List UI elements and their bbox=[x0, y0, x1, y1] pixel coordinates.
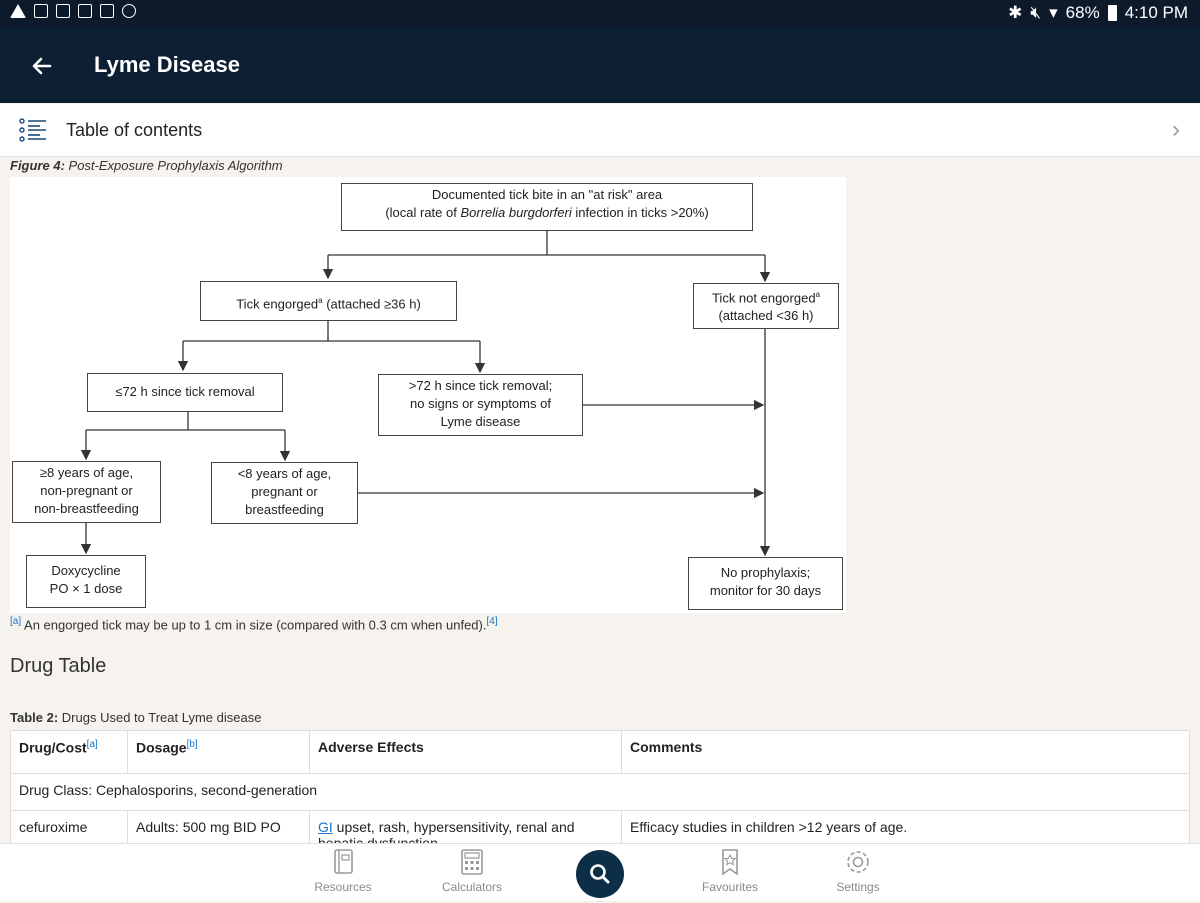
footnote-a-link[interactable]: [a] bbox=[86, 739, 98, 750]
footnote-marker-link[interactable]: [a] bbox=[10, 616, 22, 627]
bluetooth-icon: ✱ bbox=[1008, 3, 1023, 22]
page-title: Lyme Disease bbox=[94, 52, 240, 77]
figure-caption-text: Post-Exposure Prophylaxis Algorithm bbox=[68, 158, 283, 173]
node-le-72h: ≤72 h since tick removal bbox=[87, 373, 283, 412]
app-bar: Lyme Disease bbox=[0, 28, 1200, 103]
book-icon bbox=[329, 848, 357, 876]
prophylaxis-algorithm-figure: Documented tick bite in an "at risk" are… bbox=[10, 177, 846, 613]
notification-icons bbox=[10, 4, 136, 18]
table-header-row: Drug/Cost[a] Dosage[b] Adverse Effects C… bbox=[10, 730, 1190, 774]
node-ge-8-years: ≥8 years of age, non-pregnant or non-bre… bbox=[12, 461, 161, 523]
node-doxycycline: Doxycycline PO × 1 dose bbox=[26, 555, 146, 608]
drug-table: Drug/Cost[a] Dosage[b] Adverse Effects C… bbox=[10, 730, 1190, 860]
node-tick-bite: Documented tick bite in an "at risk" are… bbox=[341, 183, 753, 231]
battery-icon bbox=[1107, 5, 1117, 21]
nav-favourites[interactable]: Favourites bbox=[680, 848, 780, 894]
node-no-prophylaxis: No prophylaxis; monitor for 30 days bbox=[688, 557, 843, 610]
figure-caption-label: Figure 4: bbox=[10, 158, 65, 173]
nav-calculators[interactable]: Calculators bbox=[422, 848, 522, 894]
sync-icon bbox=[122, 4, 136, 18]
gear-icon bbox=[844, 848, 872, 876]
table-row: Drug Class: Cephalosporins, second-gener… bbox=[10, 773, 1190, 811]
node-tick-engorged: Tick engorgeda (attached ≥36 h) bbox=[200, 281, 457, 321]
figure-footnote: [a] An engorged tick may be up to 1 cm i… bbox=[10, 616, 498, 633]
wifi-icon: ▾ bbox=[1049, 3, 1058, 22]
header-drug-cost: Drug/Cost[a] bbox=[10, 730, 128, 774]
flowchart-connectors bbox=[80, 231, 771, 557]
chevron-right-icon: › bbox=[1172, 116, 1180, 143]
header-adverse-effects: Adverse Effects bbox=[309, 730, 622, 774]
table-caption: Table 2: Drugs Used to Treat Lyme diseas… bbox=[10, 710, 262, 725]
header-comments: Comments bbox=[621, 730, 1190, 774]
drug-class-cell: Drug Class: Cephalosporins, second-gener… bbox=[10, 773, 1190, 811]
node-gt-72h: >72 h since tick removal; no signs or sy… bbox=[378, 374, 583, 436]
mute-icon: 🔇︎ bbox=[1030, 3, 1042, 22]
table-of-contents-bar[interactable]: Table of contents › bbox=[0, 104, 1200, 157]
download-icon bbox=[56, 4, 70, 18]
clock: 4:10 PM bbox=[1124, 3, 1188, 22]
email-icon bbox=[100, 4, 114, 18]
search-icon bbox=[590, 864, 610, 884]
status-bar: ✱ 🔇︎ ▾ 68% 4:10 PM bbox=[0, 0, 1200, 28]
node-tick-not-engorged: Tick not engorgeda (attached <36 h) bbox=[693, 283, 839, 329]
list-icon bbox=[18, 118, 48, 142]
image-icon bbox=[78, 4, 92, 18]
bottom-navigation: Resources Calculators Favourites Setting… bbox=[0, 843, 1200, 901]
calculator-icon bbox=[458, 848, 486, 876]
back-arrow-icon[interactable] bbox=[28, 52, 56, 80]
gi-link[interactable]: GI bbox=[318, 819, 333, 835]
drug-table-heading: Drug Table bbox=[10, 655, 107, 677]
toc-label: Table of contents bbox=[66, 120, 203, 140]
node-lt-8-years: <8 years of age, pregnant or breastfeedi… bbox=[211, 462, 358, 524]
bookmark-star-icon bbox=[716, 848, 744, 876]
reference-link[interactable]: [4] bbox=[486, 616, 498, 627]
footnote-b-link[interactable]: [b] bbox=[186, 739, 198, 750]
calendar-icon bbox=[34, 4, 48, 18]
search-button[interactable] bbox=[576, 850, 624, 898]
warning-icon bbox=[10, 4, 26, 18]
nav-resources[interactable]: Resources bbox=[293, 848, 393, 894]
battery-percent: 68% bbox=[1065, 3, 1100, 22]
header-dosage: Dosage[b] bbox=[127, 730, 310, 774]
figure-caption: Figure 4: Post-Exposure Prophylaxis Algo… bbox=[10, 158, 283, 173]
nav-settings[interactable]: Settings bbox=[808, 848, 908, 894]
